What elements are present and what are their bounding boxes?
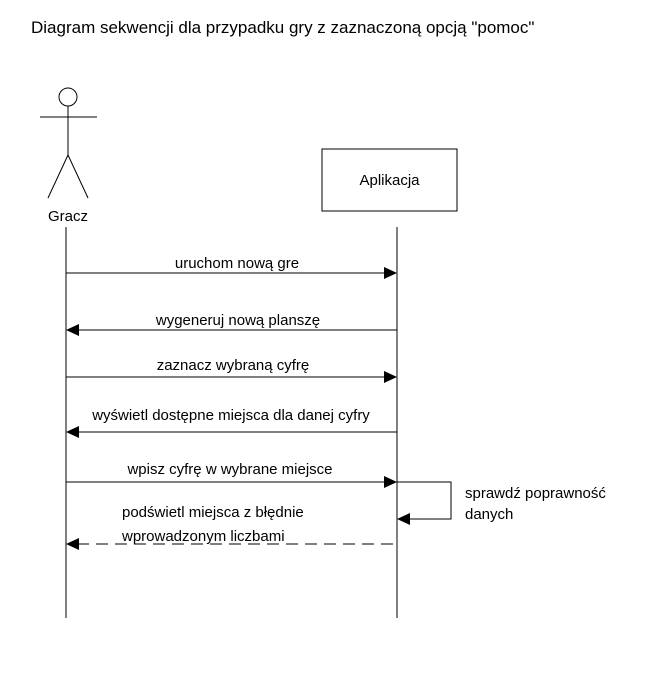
message-arrow xyxy=(66,476,397,488)
diagram-title: Diagram sekwencji dla przypadku gry z za… xyxy=(31,18,535,37)
message-arrow xyxy=(66,426,397,438)
return-message-arrow xyxy=(66,538,397,550)
message-label: zaznacz wybraną cyfrę xyxy=(157,357,310,374)
system-label: Aplikacja xyxy=(359,172,420,189)
message-label: uruchom nową gre xyxy=(175,255,299,272)
self-message-label: danych xyxy=(465,506,513,523)
message-label: wyświetl dostępne miejsca dla danej cyfr… xyxy=(91,407,370,424)
return-message-label: podświetl miejsca z błędnie xyxy=(122,504,304,521)
message-arrow xyxy=(66,267,397,279)
message-label: wygeneruj nową planszę xyxy=(155,312,320,329)
actor-label: Gracz xyxy=(48,208,88,225)
message-label: wpisz cyfrę w wybrane miejsce xyxy=(126,461,332,478)
return-message-label: wprowadzonym liczbami xyxy=(121,528,285,545)
message-arrow xyxy=(66,324,397,336)
self-message-arrow xyxy=(397,481,452,525)
message-arrow xyxy=(66,371,397,383)
actor-figure-icon xyxy=(40,87,97,199)
self-message-label: sprawdź poprawność xyxy=(465,485,606,502)
system-box xyxy=(321,148,458,212)
